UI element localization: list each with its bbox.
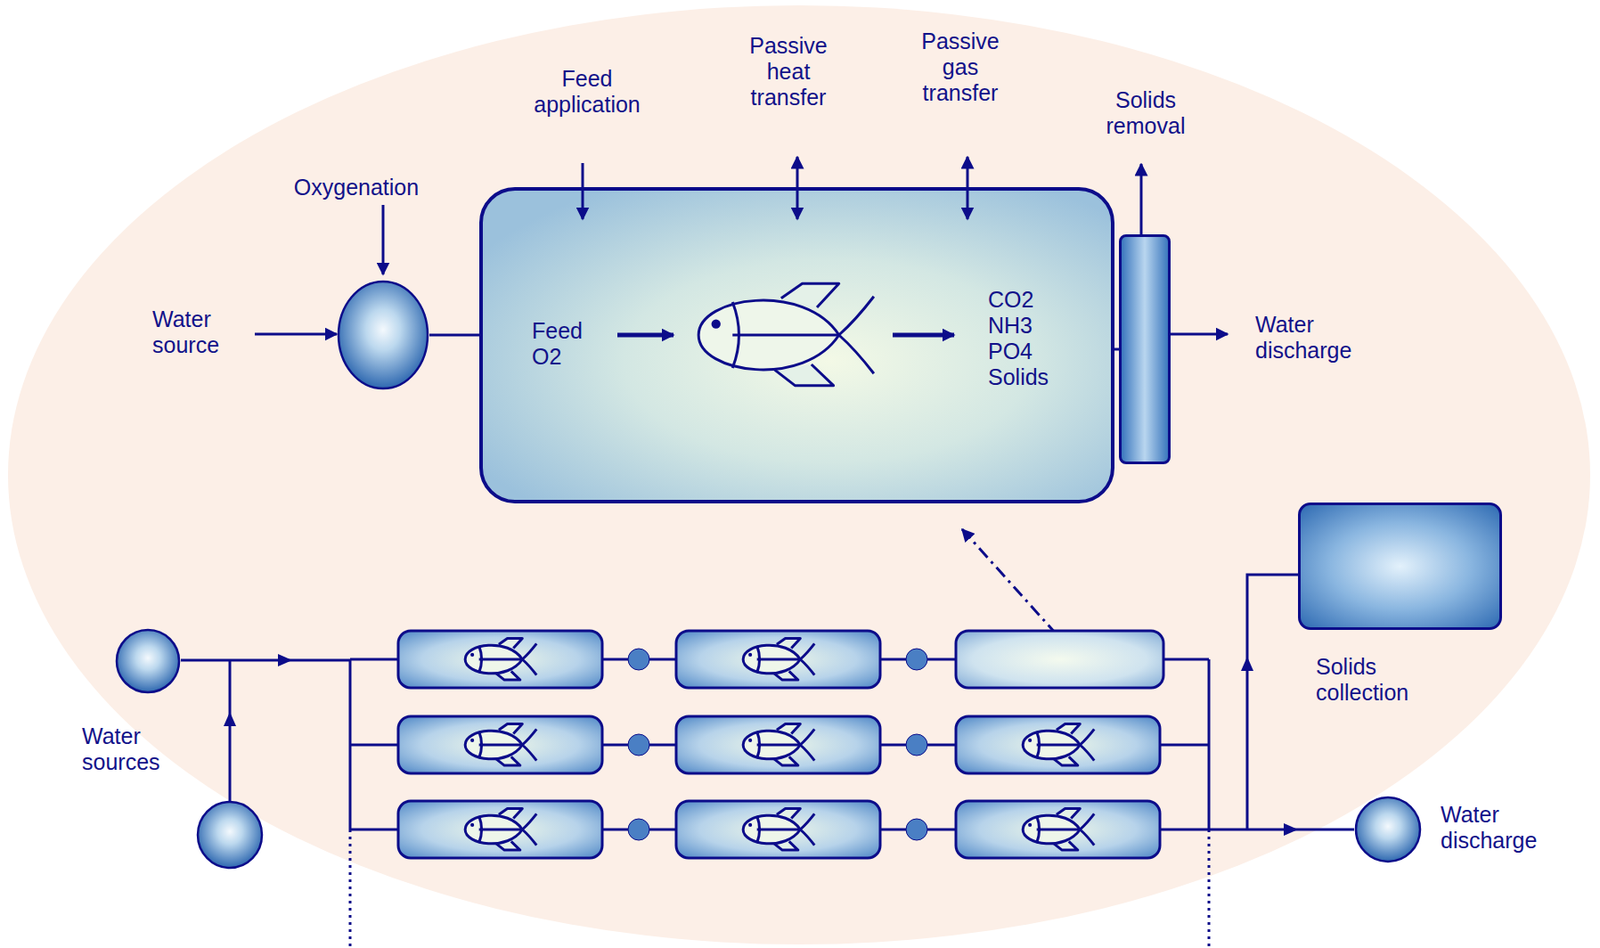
junction-dot <box>628 818 650 841</box>
oxygen-arrow <box>382 204 385 275</box>
pipe-connector <box>429 334 480 337</box>
annotation-label: Feed application <box>533 65 641 118</box>
outlet-manifold <box>1208 659 1211 830</box>
fish-icon <box>742 724 815 767</box>
flow-arrowhead <box>277 653 293 667</box>
fish-illustration <box>698 283 874 385</box>
annotation-label: Passive gas transfer <box>921 28 1000 106</box>
junction-dot <box>628 648 650 670</box>
input-arrow <box>617 333 674 338</box>
circle-outline <box>1354 795 1422 864</box>
water-source-circle: Water sources <box>114 628 181 694</box>
fish-icon <box>742 808 815 851</box>
fish-icon <box>465 808 537 851</box>
culture-tank <box>955 630 1164 688</box>
system-boundary <box>8 5 1591 945</box>
boundary-marker <box>1208 829 1211 948</box>
culture-tank <box>955 800 1160 858</box>
flow-arrowhead <box>1283 823 1298 836</box>
annotation-label: Water source <box>152 306 220 359</box>
culture-tank <box>398 800 603 858</box>
junction-dot <box>906 648 928 670</box>
junction-dot <box>628 734 650 756</box>
junction-dot <box>906 734 928 756</box>
discharge-circle: Water discharge <box>1354 795 1422 864</box>
annotation-label: Water discharge <box>1255 311 1352 364</box>
culture-tank <box>676 630 881 688</box>
output-arrow <box>892 333 955 338</box>
fish-icon <box>1022 808 1094 851</box>
node-heading: Solids removal <box>1106 87 1186 139</box>
node-text: Feed O2 <box>531 318 583 370</box>
feed-arrow <box>581 163 585 220</box>
circle-shape <box>338 281 428 389</box>
flow-arrowhead <box>223 711 237 727</box>
boundary-marker <box>349 829 352 948</box>
oxygenation-unit: Oxygenation <box>336 279 430 391</box>
tank-water <box>481 188 1113 502</box>
node-heading: Water discharge <box>1440 801 1537 854</box>
fish-icon <box>1022 724 1094 767</box>
solids-pipe <box>1247 574 1298 830</box>
fish-icon <box>742 638 815 681</box>
node-heading: Water sources <box>81 723 161 776</box>
junction-dot <box>906 818 928 841</box>
culture-tank <box>398 716 603 774</box>
culture-tank <box>398 630 603 688</box>
solids-filter: Solids removal <box>1118 234 1171 465</box>
node-heading: Oxygenation <box>293 174 419 201</box>
culture-tank <box>955 716 1160 774</box>
inflow-arrow <box>254 333 337 336</box>
circle-shape <box>116 629 180 693</box>
fish-tank: Feed O2 CO2 NH3 PO4 Solids <box>479 187 1115 504</box>
zoom-pointer <box>962 529 1057 635</box>
circle-shape <box>1355 797 1421 862</box>
circle-outline <box>336 279 430 391</box>
node-heading: Solids collection <box>1315 653 1409 706</box>
fish-icon <box>465 724 537 767</box>
solids-collection-box: Solids collection <box>1297 502 1503 630</box>
culture-tank <box>676 716 881 774</box>
flow-arrowhead <box>1240 656 1254 671</box>
culture-tank <box>676 800 881 858</box>
fish-icon <box>465 638 537 681</box>
water-source-circle <box>197 801 262 868</box>
circle-outline <box>114 628 181 694</box>
node-text: CO2 NH3 PO4 Solids <box>987 286 1049 391</box>
annotation-label: Passive heat transfer <box>749 32 828 110</box>
supply-pipe <box>228 660 232 802</box>
outflow-arrow <box>1170 333 1228 336</box>
supply-pipe <box>180 659 351 662</box>
